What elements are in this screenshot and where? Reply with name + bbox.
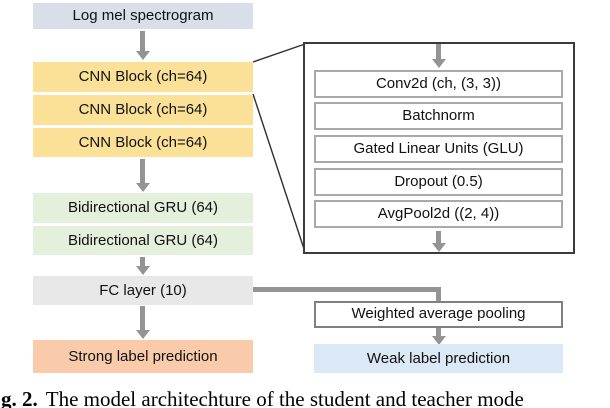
cnn-block-2: CNN Block (ch=64) — [33, 95, 253, 125]
arrowhead-panel-output — [432, 243, 446, 252]
arrow-cnn-to-gru — [140, 159, 145, 183]
layer-batchnorm: Batchnorm — [314, 102, 563, 130]
layer-avgpool2d: AvgPool2d ((2, 4)) — [314, 200, 563, 228]
arrowhead-cnn-to-gru — [136, 183, 150, 192]
gru-block-2: Bidirectional GRU (64) — [33, 226, 253, 255]
arrowhead-fc-to-strong — [136, 330, 150, 339]
arrowhead-pooling-to-weak — [432, 336, 446, 345]
gru-block-1: Bidirectional GRU (64) — [33, 193, 253, 223]
arrowhead-gru-to-fc — [136, 266, 150, 275]
log-mel-spectrogram-box: Log mel spectrogram — [33, 3, 253, 29]
cnn-block-detail-panel: Conv2d (ch, (3, 3)) Batchnorm Gated Line… — [303, 42, 575, 254]
arrowhead-panel-input — [432, 59, 446, 68]
cnn-block-3: CNN Block (ch=64) — [33, 128, 253, 157]
figure-caption-text: The model architechture of the student a… — [45, 387, 524, 408]
layer-conv2d: Conv2d (ch, (3, 3)) — [314, 70, 563, 98]
fc-layer-box: FC layer (10) — [33, 276, 253, 305]
arrow-panel-input — [436, 44, 441, 59]
arrow-pooling-to-weak — [436, 328, 441, 336]
figure-caption-number: g. 2. — [1, 387, 38, 408]
figure-caption: g. 2. The model architechture of the stud… — [1, 387, 524, 408]
strong-label-prediction-box: Strong label prediction — [33, 340, 253, 373]
connector-fc-to-pooling-vertical — [436, 287, 441, 301]
connector-fc-to-pooling-horizontal — [253, 287, 441, 292]
arrowhead-input-to-cnn — [136, 51, 150, 60]
layer-dropout: Dropout (0.5) — [314, 168, 563, 196]
weak-label-prediction-box: Weak label prediction — [314, 344, 563, 373]
arrow-input-to-cnn — [140, 31, 145, 51]
cnn-block-1: CNN Block (ch=64) — [33, 62, 253, 92]
layer-glu: Gated Linear Units (GLU) — [314, 135, 563, 163]
arrow-panel-output — [436, 231, 441, 243]
arrow-fc-to-strong — [140, 306, 145, 330]
weighted-average-pooling-box: Weighted average pooling — [314, 301, 563, 328]
arrow-gru-to-fc — [140, 257, 145, 266]
